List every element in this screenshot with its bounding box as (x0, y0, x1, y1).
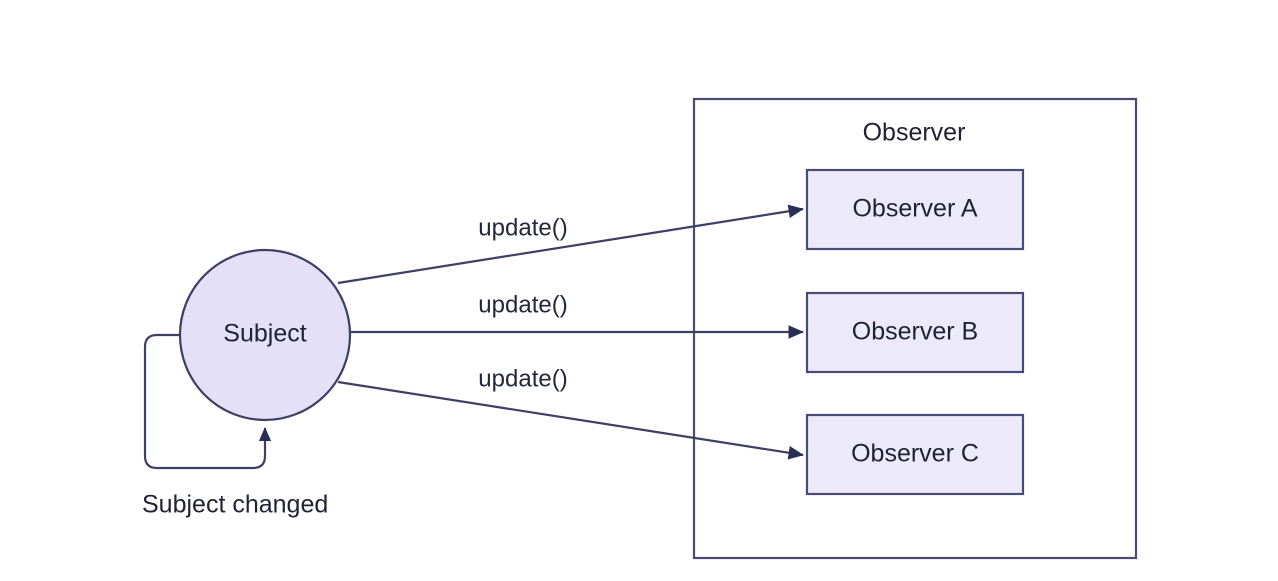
observer-a-label: Observer A (852, 195, 977, 223)
observer-a-box[interactable] (805, 168, 1025, 251)
observer-group-title: Observer (863, 119, 966, 147)
edge-label-update-c: update() (478, 365, 567, 392)
observer-c-label: Observer C (851, 440, 979, 468)
observer-b-box[interactable] (805, 291, 1025, 374)
self-loop-arrow (143, 333, 272, 470)
observer-group-container (692, 97, 1138, 560)
subject-node[interactable] (178, 248, 352, 422)
edge-subject-to-observer-c (337, 380, 804, 460)
self-loop-caption: Subject changed (142, 491, 328, 519)
subject-node-label: Subject (223, 320, 306, 348)
observer-c-box[interactable] (805, 413, 1025, 496)
edge-label-update-b: update() (478, 291, 567, 318)
edge-label-update-a: update() (478, 214, 567, 241)
observer-b-label: Observer B (852, 318, 978, 346)
edge-subject-to-observer-a (337, 204, 804, 285)
